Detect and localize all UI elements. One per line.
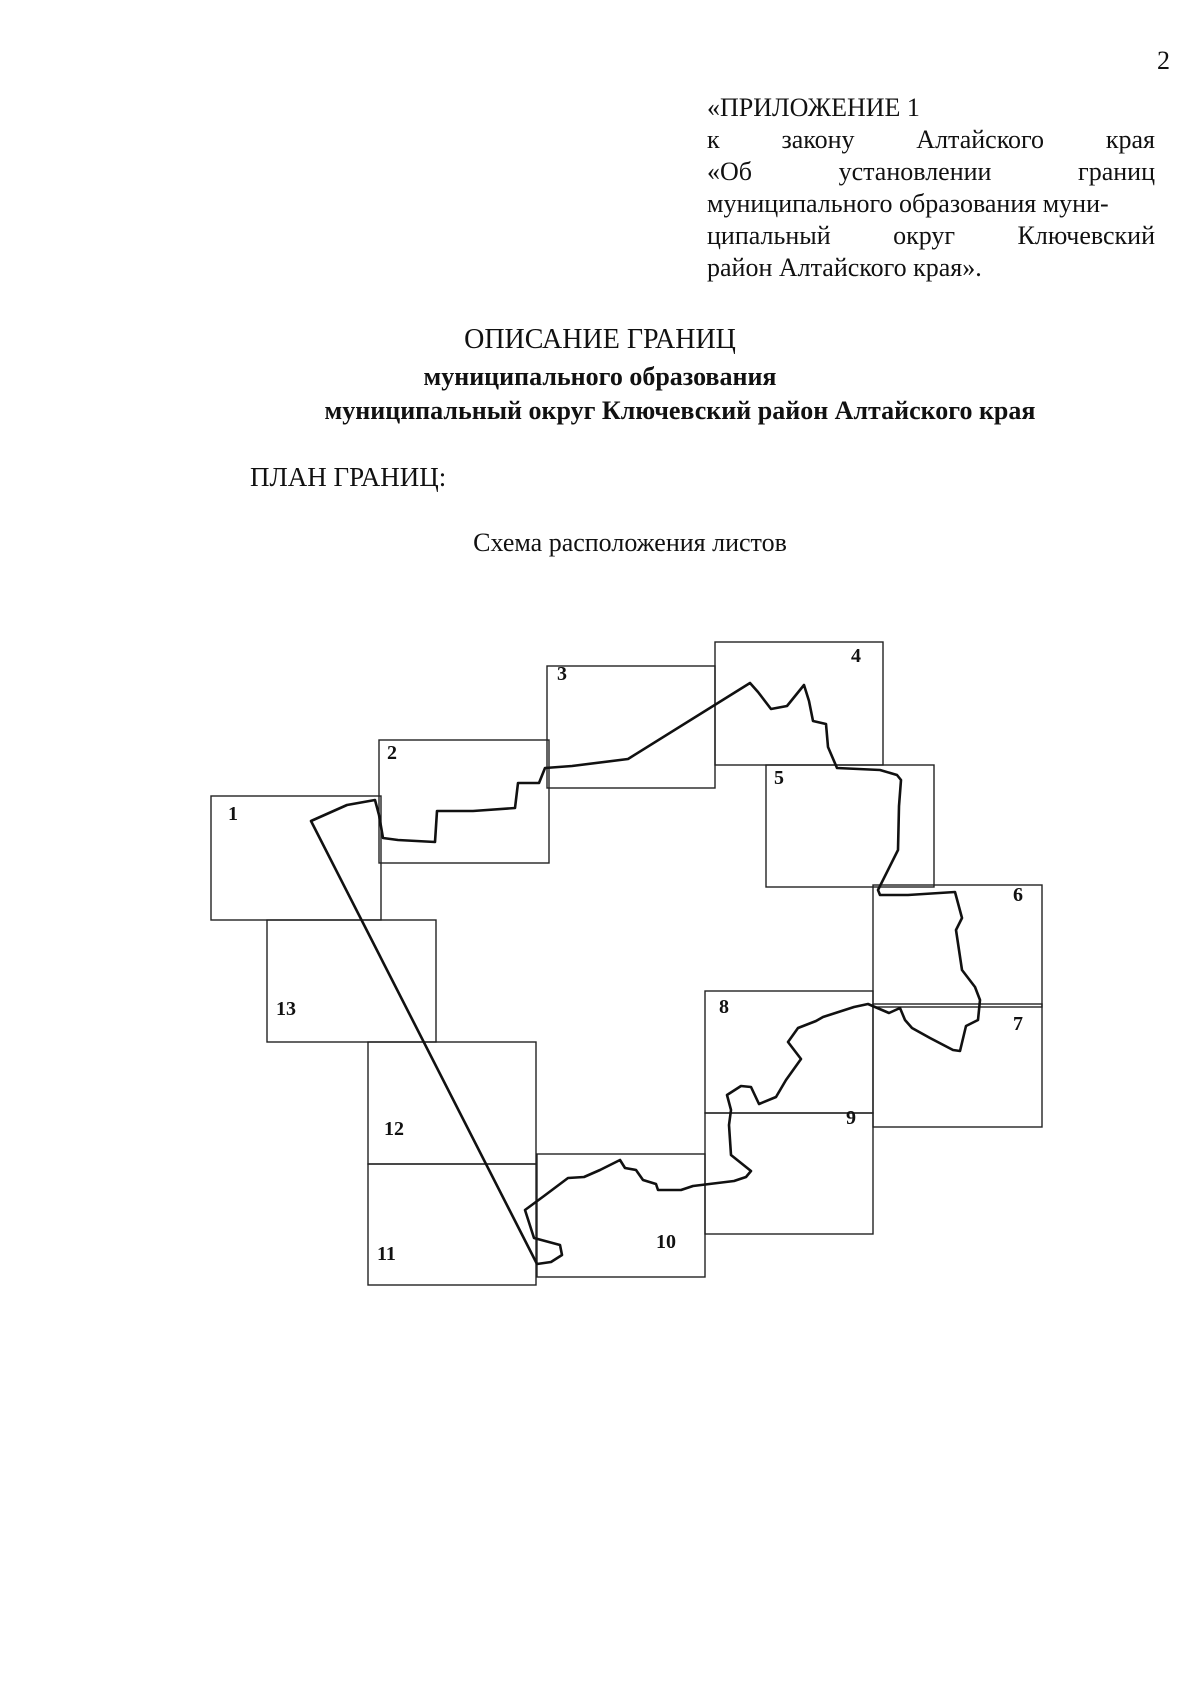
- sheet-label-2: 2: [387, 742, 397, 764]
- appendix-line: муниципального образования муни-: [707, 189, 1109, 218]
- sheet-label-7: 7: [1013, 1013, 1023, 1035]
- sheet-frame-10: [536, 1153, 706, 1278]
- sheet-frame-2: [378, 739, 550, 864]
- sheet-frame-13: [266, 919, 437, 1043]
- document-subtitle: муниципальный округ Ключевский район Алт…: [324, 396, 1036, 425]
- appendix-header: «ПРИЛОЖЕНИЕ 1 к закону Алтайского края «…: [707, 92, 1155, 284]
- sheet-label-10: 10: [656, 1231, 676, 1253]
- page-number: 2: [1157, 46, 1170, 75]
- sheet-frame-5: [765, 764, 935, 888]
- appendix-line: «Об установлении границ: [707, 157, 1155, 186]
- sheet-label-3: 3: [557, 663, 567, 685]
- sheet-label-8: 8: [719, 996, 729, 1018]
- sheet-label-11: 11: [377, 1243, 396, 1265]
- appendix-line: район Алтайского края».: [707, 253, 982, 282]
- sheet-label-9: 9: [846, 1107, 856, 1129]
- document-subtitle: муниципального образования: [423, 362, 777, 391]
- sheet-label-4: 4: [851, 645, 861, 667]
- sheet-frame-12: [367, 1041, 537, 1165]
- sheet-label-13: 13: [276, 998, 296, 1020]
- sheet-frame-11: [367, 1163, 537, 1286]
- scheme-caption: Схема расположения листов: [473, 528, 787, 557]
- appendix-title: «ПРИЛОЖЕНИЕ 1: [707, 93, 920, 122]
- sheet-label-5: 5: [774, 767, 784, 789]
- document-title: ОПИСАНИЕ ГРАНИЦ: [464, 324, 736, 355]
- sheet-frame-3: [546, 665, 716, 789]
- sheet-label-6: 6: [1013, 884, 1023, 906]
- appendix-line: к закону Алтайского края: [707, 125, 1155, 154]
- plan-label: ПЛАН ГРАНИЦ:: [250, 462, 447, 492]
- sheet-frame-6: [872, 884, 1043, 1008]
- sheet-label-1: 1: [228, 803, 238, 825]
- district-boundary-line: [309, 681, 982, 1266]
- appendix-line: ципальный округ Ключевский: [707, 221, 1155, 250]
- sheet-label-12: 12: [384, 1118, 404, 1140]
